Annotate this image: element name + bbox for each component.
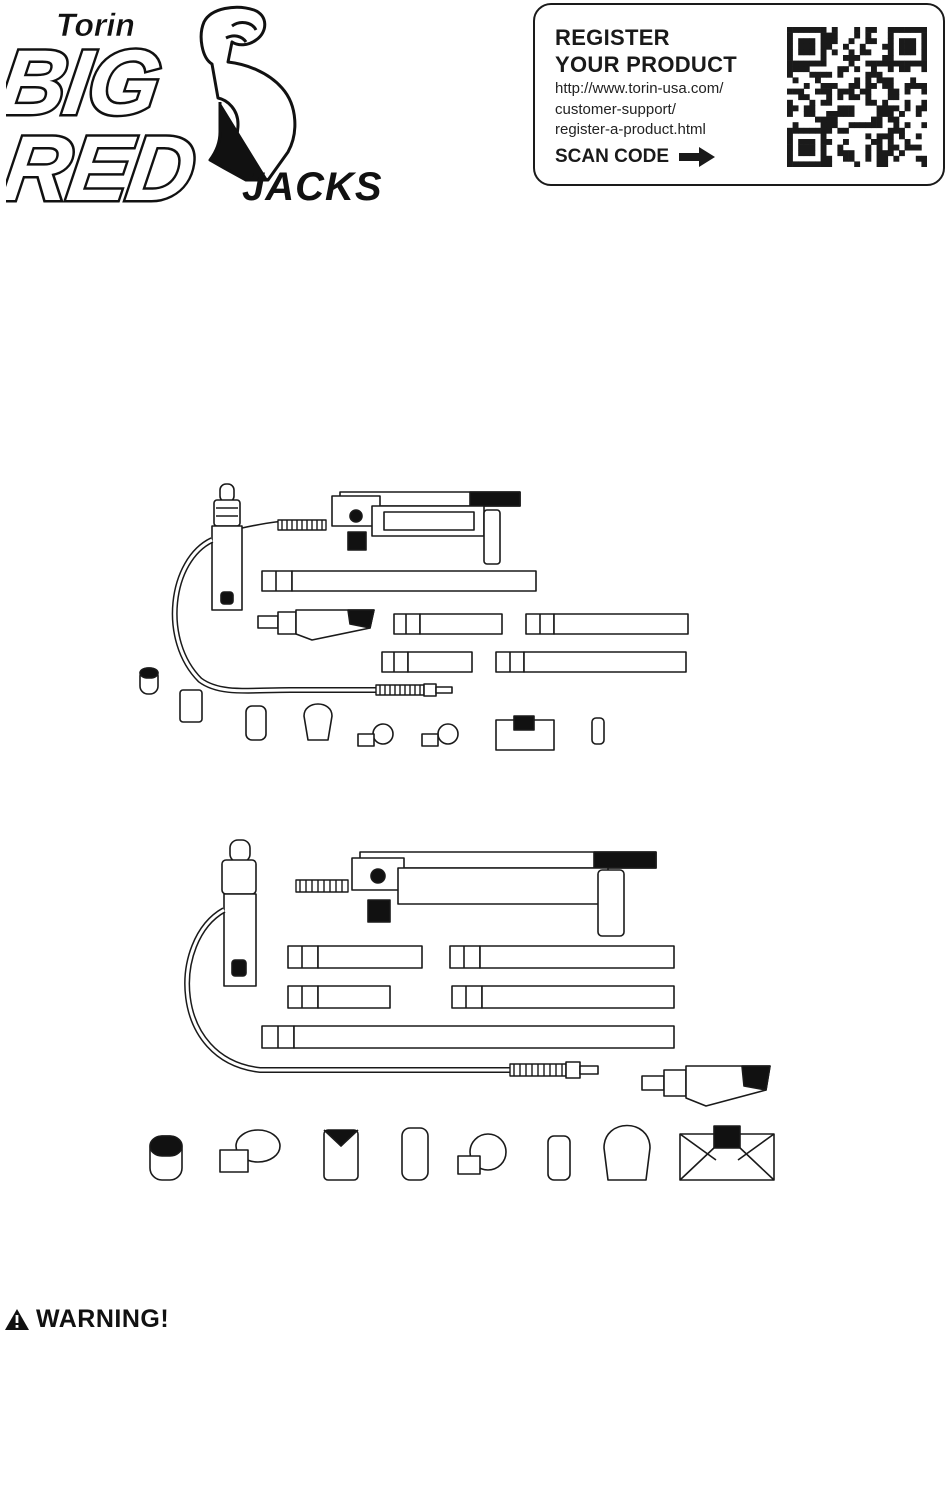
- attachments-row-1: [140, 668, 604, 750]
- kit-diagram-2: [150, 840, 774, 1180]
- ram-cylinder: [222, 840, 256, 986]
- warning-triangle-icon: [4, 1308, 30, 1331]
- kit-diagram-1: [140, 484, 688, 750]
- hose-spring-3: [296, 880, 348, 892]
- hose-spring-1: [278, 520, 326, 530]
- wedge-spreader: [258, 610, 374, 640]
- hose-spring-2: [376, 685, 424, 695]
- hose-spring-4: [510, 1064, 566, 1076]
- warning-mark: !: [160, 1305, 169, 1334]
- warning-label: WARNING: [36, 1305, 160, 1334]
- wedge-spreader: [642, 1066, 770, 1106]
- hand-pump: [332, 492, 520, 564]
- attachments-row-2: [150, 1126, 774, 1181]
- extension-tubes: [262, 946, 674, 1048]
- ram-cylinder: [212, 484, 242, 610]
- hand-pump: [352, 852, 656, 936]
- warning-heading: WARNING!: [4, 1305, 169, 1334]
